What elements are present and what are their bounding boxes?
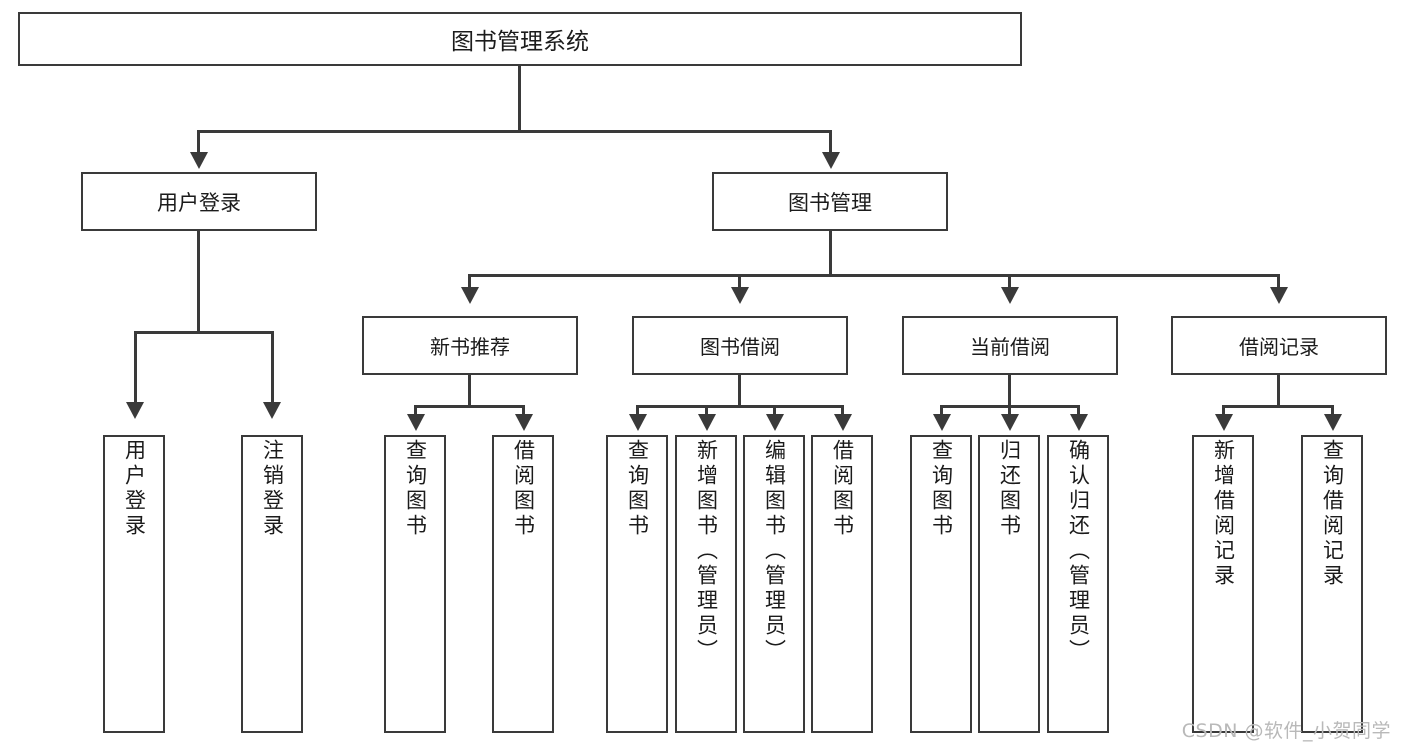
arrow-book-borrow-leaf-3 [766, 414, 784, 431]
node-leaf-return-book[interactable]: 归还图书 [978, 435, 1040, 733]
connector-borrow-record-stem [1277, 375, 1280, 407]
node-leaf-query-record-label: 查询借阅记录 [1320, 439, 1345, 589]
node-user-login[interactable]: 用户登录 [81, 172, 317, 231]
connector-new-book-drop-2 [522, 405, 525, 417]
arrow-borrow-record-leaf-1 [1215, 414, 1233, 431]
arrow-current-borrow-leaf-2 [1001, 414, 1019, 431]
connector-borrow-record-drop-2 [1331, 405, 1334, 417]
arrow-book-borrow-leaf-1 [629, 414, 647, 431]
node-leaf-add-record[interactable]: 新增借阅记录 [1192, 435, 1254, 733]
arrow-new-book-leaf-1 [407, 414, 425, 431]
node-leaf-query-book-1[interactable]: 查询图书 [384, 435, 446, 733]
node-leaf-add-book-label: 新增图书（管理员） [694, 439, 719, 664]
arrow-root-to-user-login [190, 152, 208, 169]
arrow-current-borrow-leaf-3 [1070, 414, 1088, 431]
connector-book-borrow-drop-1 [636, 405, 639, 417]
arrow-borrow-record-leaf-2 [1324, 414, 1342, 431]
connector-user-login-drop-2 [271, 331, 274, 406]
node-book-manage-label: 图书管理 [788, 190, 872, 215]
connector-book-manage-bus [468, 274, 1280, 277]
node-book-manage[interactable]: 图书管理 [712, 172, 948, 231]
arrow-book-manage-child-3 [1001, 287, 1019, 304]
node-user-login-label: 用户登录 [157, 190, 241, 215]
connector-new-book-drop-1 [414, 405, 417, 417]
connector-book-manage-drop-1 [468, 274, 471, 290]
arrow-user-login-leaf-2 [263, 402, 281, 419]
connector-book-borrow-drop-3 [773, 405, 776, 417]
arrow-user-login-leaf-1 [126, 402, 144, 419]
connector-user-login-bus [134, 331, 274, 334]
arrow-book-borrow-leaf-4 [834, 414, 852, 431]
arrow-book-manage-child-2 [731, 287, 749, 304]
node-leaf-user-login[interactable]: 用户登录 [103, 435, 165, 733]
connector-user-login-drop-1 [134, 331, 137, 406]
connector-book-manage-drop-4 [1277, 274, 1280, 290]
arrow-current-borrow-leaf-1 [933, 414, 951, 431]
connector-new-book-bus [414, 405, 525, 408]
node-new-book-recommend-label: 新书推荐 [430, 335, 510, 359]
node-leaf-borrow-book-1-label: 借阅图书 [511, 439, 536, 539]
connector-borrow-record-bus [1222, 405, 1334, 408]
node-borrow-record[interactable]: 借阅记录 [1171, 316, 1387, 375]
node-leaf-borrow-book-1[interactable]: 借阅图书 [492, 435, 554, 733]
connector-book-manage-drop-2 [738, 274, 741, 290]
node-leaf-add-record-label: 新增借阅记录 [1211, 439, 1236, 589]
connector-root-bus [197, 130, 832, 133]
node-current-borrow-label: 当前借阅 [970, 335, 1050, 359]
arrow-book-manage-child-4 [1270, 287, 1288, 304]
node-leaf-query-book-3-label: 查询图书 [929, 439, 954, 539]
node-leaf-logout-login[interactable]: 注销登录 [241, 435, 303, 733]
connector-user-login-stem [197, 231, 200, 333]
node-leaf-confirm-return-label: 确认归还（管理员） [1066, 439, 1091, 664]
connector-book-manage-stem [829, 231, 832, 276]
connector-borrow-record-drop-1 [1222, 405, 1225, 417]
node-book-borrow-label: 图书借阅 [700, 335, 780, 359]
node-leaf-add-book[interactable]: 新增图书（管理员） [675, 435, 737, 733]
connector-current-borrow-drop-1 [940, 405, 943, 417]
node-root-label: 图书管理系统 [451, 29, 589, 55]
node-new-book-recommend[interactable]: 新书推荐 [362, 316, 578, 375]
node-leaf-logout-login-label: 注销登录 [260, 439, 285, 539]
arrow-new-book-leaf-2 [515, 414, 533, 431]
arrow-book-borrow-leaf-2 [698, 414, 716, 431]
connector-root-stem [518, 66, 521, 132]
connector-book-borrow-stem [738, 375, 741, 407]
connector-book-borrow-drop-2 [705, 405, 708, 417]
node-root-system[interactable]: 图书管理系统 [18, 12, 1022, 66]
connector-current-borrow-stem [1008, 375, 1011, 407]
node-leaf-borrow-book-2[interactable]: 借阅图书 [811, 435, 873, 733]
node-current-borrow[interactable]: 当前借阅 [902, 316, 1118, 375]
node-leaf-borrow-book-2-label: 借阅图书 [830, 439, 855, 539]
connector-book-borrow-bus [636, 405, 843, 408]
node-leaf-query-book-2[interactable]: 查询图书 [606, 435, 668, 733]
connector-current-borrow-drop-3 [1077, 405, 1080, 417]
connector-book-borrow-drop-4 [841, 405, 844, 417]
node-leaf-user-login-label: 用户登录 [122, 439, 147, 539]
node-leaf-edit-book-label: 编辑图书（管理员） [762, 439, 787, 664]
connector-new-book-stem [468, 375, 471, 407]
connector-book-manage-drop-3 [1008, 274, 1011, 290]
arrow-root-to-book-manage [822, 152, 840, 169]
node-leaf-query-book-3[interactable]: 查询图书 [910, 435, 972, 733]
node-leaf-confirm-return[interactable]: 确认归还（管理员） [1047, 435, 1109, 733]
connector-root-to-book-manage [829, 130, 832, 156]
node-leaf-edit-book[interactable]: 编辑图书（管理员） [743, 435, 805, 733]
connector-current-borrow-drop-2 [1008, 405, 1011, 417]
node-leaf-return-book-label: 归还图书 [997, 439, 1022, 539]
node-leaf-query-book-2-label: 查询图书 [625, 439, 650, 539]
node-book-borrow[interactable]: 图书借阅 [632, 316, 848, 375]
connector-root-to-user-login [197, 130, 200, 156]
csdn-watermark: CSDN @软件_小贺同学 [1181, 720, 1391, 742]
node-leaf-query-book-1-label: 查询图书 [403, 439, 428, 539]
node-borrow-record-label: 借阅记录 [1239, 335, 1319, 359]
arrow-book-manage-child-1 [461, 287, 479, 304]
node-leaf-query-record[interactable]: 查询借阅记录 [1301, 435, 1363, 733]
